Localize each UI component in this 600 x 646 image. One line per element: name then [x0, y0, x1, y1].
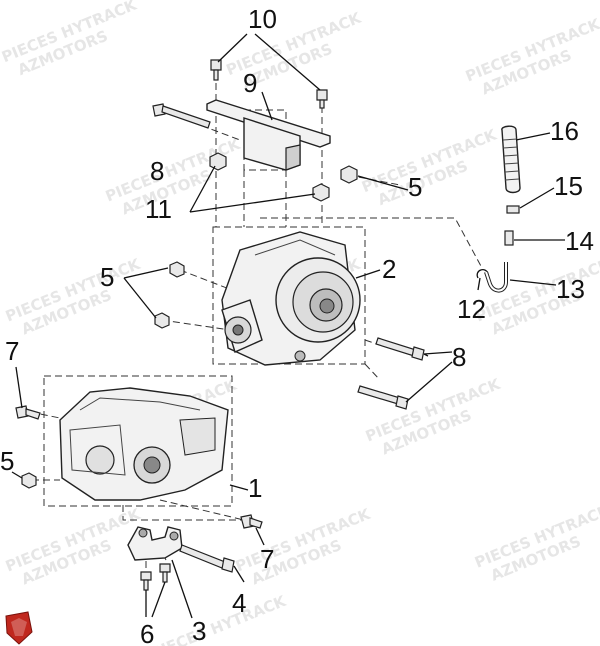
differential-part-2: [221, 231, 361, 366]
callout-7-upper: 7: [5, 336, 19, 366]
callout-11: 11: [145, 194, 172, 224]
bolt-part-7-upper: [15, 405, 41, 420]
callout-6: 6: [140, 619, 154, 646]
callout-16: 16: [550, 116, 579, 146]
fitting-part-14: [504, 230, 514, 246]
callout-3: 3: [192, 616, 206, 646]
bolt-part-6-a: [140, 571, 152, 591]
callout-1: 1: [248, 473, 262, 503]
nut-part-11-b: [312, 183, 330, 202]
callout-10: 10: [248, 4, 277, 34]
watermark-line1: PIECES HYTRACK: [148, 591, 289, 646]
nut-part-5-lower: [21, 472, 37, 489]
nut-part-11-a: [209, 152, 227, 171]
callout-8-lower: 8: [452, 342, 466, 372]
leader-lines: [11, 33, 565, 619]
callout-2: 2: [382, 254, 396, 284]
callout-5-mid: 5: [100, 262, 114, 292]
assembly-box-part2: [212, 226, 366, 365]
nut-part-5-mid-a: [169, 261, 185, 278]
bolt-part-10-left: [210, 59, 222, 81]
callout-14: 14: [565, 226, 594, 256]
callout-5-lower: 5: [0, 446, 14, 476]
bolt-part-7-lower: [240, 514, 263, 529]
nut-part-5-upper: [340, 165, 358, 184]
bolt-part-10-right: [316, 89, 328, 109]
callout-13: 13: [556, 274, 585, 304]
gearbox-part-1: [59, 387, 229, 501]
callout-9: 9: [243, 68, 257, 98]
callout-numbers: 10 9 8 11 5 5 2 8 12 13 14 15 16 7 1 5 7…: [0, 4, 594, 646]
breather-tube-part-16: [501, 125, 521, 194]
bracket-part-3: [127, 526, 183, 561]
callout-15: 15: [554, 171, 583, 201]
callout-4: 4: [232, 588, 246, 618]
azmotors-logo: [5, 611, 33, 645]
long-bolt-part-8-a: [375, 337, 425, 361]
callout-12: 12: [457, 294, 486, 324]
long-bolt-part-8-upper: [152, 103, 211, 129]
bracket-part-9: [206, 99, 331, 171]
assembly-box-part1: [43, 375, 233, 507]
callout-5-upper: 5: [408, 172, 422, 202]
cap-part-15: [506, 205, 520, 214]
hose-part-13: [484, 262, 508, 293]
nut-part-5-mid-b: [154, 312, 170, 329]
bolt-part-6-b: [159, 563, 171, 583]
callout-8-upper: 8: [150, 156, 164, 186]
long-bolt-part-4: [179, 544, 235, 573]
callout-7-lower: 7: [260, 544, 274, 574]
long-bolt-part-8-b: [357, 385, 409, 410]
